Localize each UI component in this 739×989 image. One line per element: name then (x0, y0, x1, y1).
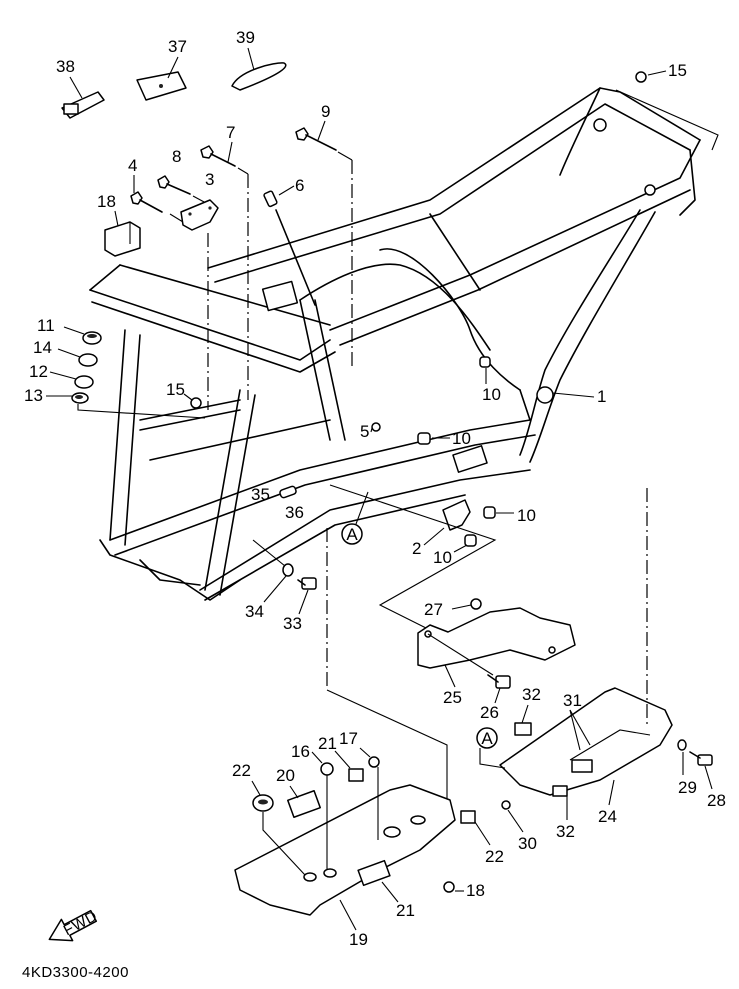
callout-10-a: 10 (482, 385, 501, 404)
part-19-plug[interactable] (320, 762, 334, 776)
part-23-grommet[interactable] (252, 794, 274, 812)
reference-marker-a-lower: A (476, 727, 506, 769)
part-38-clip[interactable] (61, 91, 105, 119)
part-2-bracket[interactable] (442, 499, 471, 531)
frame[interactable] (89, 87, 701, 601)
callout-6: 6 (295, 176, 304, 195)
callout-15-right: 15 (668, 61, 687, 80)
part-33-bolt[interactable] (297, 577, 317, 590)
callout-labels: 38 37 39 9 7 8 4 3 6 18 15 11 14 12 13 1… (24, 28, 726, 949)
callout-32-lower: 32 (556, 822, 575, 841)
part-5-bolt[interactable] (371, 422, 381, 432)
part-15-cap-left[interactable] (190, 397, 202, 409)
callout-17: 19 (349, 930, 368, 949)
callout-23: 22 (232, 761, 251, 780)
callout-28: 30 (518, 834, 537, 853)
callout-1: 1 (597, 387, 606, 406)
part-14-grommet[interactable] (78, 353, 98, 367)
part-21-damper-upper[interactable] (287, 790, 321, 818)
part-37-clip[interactable] (136, 71, 187, 101)
callout-21-lower: 21 (396, 901, 415, 920)
callout-15-left: 15 (166, 380, 185, 399)
part-10-nut[interactable] (483, 506, 496, 519)
part-10-nut[interactable] (464, 534, 477, 547)
callout-3: 3 (205, 170, 214, 189)
part-7-bolt[interactable] (200, 145, 249, 400)
callout-39: 39 (236, 28, 255, 47)
callout-10-b: 10 (452, 429, 471, 448)
part-29-bolt[interactable] (689, 751, 713, 766)
part-25-bolt[interactable] (487, 674, 511, 689)
part-32-damper-lower[interactable] (552, 785, 568, 797)
callout-25: 26 (480, 703, 499, 722)
callout-26: 27 (424, 600, 443, 619)
part-10-nut[interactable] (479, 356, 491, 384)
forward-direction-arrow: FWD (48, 908, 100, 942)
part-10-nut[interactable] (417, 432, 431, 445)
part-22-damper-upper[interactable] (348, 768, 364, 782)
part-15-cap-right[interactable] (635, 71, 647, 83)
diagram-code: 4KD3300-4200 (22, 964, 129, 981)
callout-2: 2 (412, 539, 421, 558)
callout-7: 7 (226, 123, 235, 142)
part-27-guard[interactable] (499, 687, 673, 796)
callout-16: 18 (97, 192, 116, 211)
callout-10-c: 10 (517, 506, 536, 525)
part-32-damper-upper[interactable] (514, 722, 532, 736)
callout-21-upper: 20 (276, 766, 295, 785)
part-18-bolt[interactable] (443, 881, 455, 893)
part-22-damper-lower[interactable] (460, 810, 476, 824)
callout-34: 34 (245, 602, 264, 621)
marker-label: A (481, 729, 493, 748)
marker-label: A (346, 525, 358, 544)
callout-8: 8 (172, 147, 181, 166)
callout-9: 9 (321, 102, 330, 121)
part-20-plug[interactable] (368, 756, 380, 768)
callout-31: 31 (563, 691, 582, 710)
part-6-bolt[interactable] (263, 190, 316, 306)
part-8-bolt[interactable] (157, 175, 207, 204)
callout-35: 35 (251, 485, 270, 504)
part-17-skid-plate[interactable] (234, 784, 456, 916)
part-21-damper-lower[interactable] (357, 859, 391, 887)
part-30-washer[interactable] (677, 739, 687, 751)
part-11-grommet[interactable] (82, 331, 102, 345)
callout-38: 38 (56, 57, 75, 76)
callout-13: 13 (24, 386, 43, 405)
callout-30: 29 (678, 778, 697, 797)
fwd-label: FWD (61, 908, 100, 940)
callout-37: 37 (168, 37, 187, 56)
callout-29: 28 (707, 791, 726, 810)
callout-10-d: 10 (433, 548, 452, 567)
reference-marker-a-upper: A (341, 491, 369, 545)
callout-36: 36 (285, 503, 304, 522)
part-9-bolt[interactable] (295, 127, 353, 370)
part-35-bolt[interactable] (279, 485, 297, 499)
callout-19: 16 (291, 742, 310, 761)
callout-5: 5 (360, 422, 369, 441)
callout-4: 4 (128, 156, 137, 175)
part-39-clip[interactable] (231, 62, 287, 91)
callout-33: 33 (283, 614, 302, 633)
callout-27: 24 (598, 807, 617, 826)
part-13-washer[interactable] (71, 392, 89, 404)
callout-18: 18 (466, 881, 485, 900)
callout-22-lower: 22 (485, 847, 504, 866)
part-16-damper[interactable] (104, 221, 141, 257)
callout-14: 14 (33, 338, 52, 357)
part-34-washer[interactable] (282, 563, 294, 577)
part-12-collar[interactable] (74, 375, 94, 389)
part-28-bolt[interactable] (501, 800, 511, 810)
callout-32-upper: 32 (522, 685, 541, 704)
callout-12: 12 (29, 362, 48, 381)
part-3-bracket[interactable] (180, 199, 219, 410)
callout-20: 17 (339, 729, 358, 748)
callout-24: 25 (443, 688, 462, 707)
callout-11: 11 (37, 316, 55, 335)
part-26-nut[interactable] (470, 598, 482, 610)
part-4-bolt[interactable] (130, 191, 184, 223)
callout-22-upper: 21 (318, 734, 337, 753)
